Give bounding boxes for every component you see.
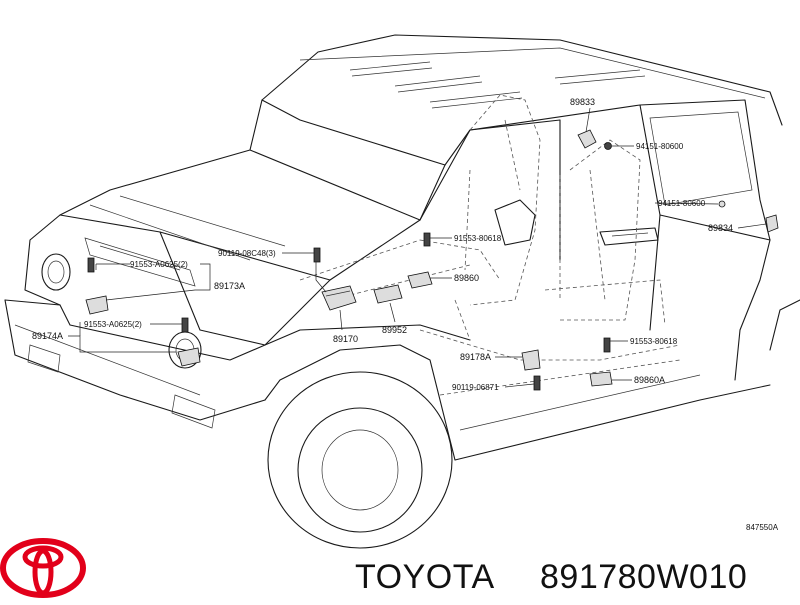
callout-94151-80600-b: 94151-80600 [658, 199, 706, 208]
part-90119-08c48-bolt [313, 247, 321, 263]
toyota-logo-icon [0, 538, 86, 598]
part-91553-a0625-bolt-b [181, 317, 189, 333]
callout-90119-08c48: 90119-08C48(3) [218, 249, 276, 258]
part-90119-06871-bolt [533, 375, 541, 391]
part-91553-80618-bolt-a [423, 232, 431, 247]
callout-labels: 89833 94151-80600 94151-80600 89834 9155… [32, 97, 779, 532]
part-94151-nut-a [604, 142, 612, 150]
part-89860a [589, 371, 613, 387]
callout-89833: 89833 [570, 97, 595, 107]
part-91553-80618-bolt-b [603, 337, 611, 353]
callout-91553-a0625-b: 91553-A0625(2) [84, 320, 142, 329]
vehicle-body-outline [4, 34, 800, 549]
callout-90119-06871: 90119-06871 [452, 383, 499, 392]
figure-code: 847550A [746, 523, 779, 532]
part-89952 [373, 284, 403, 304]
part-number: 891780W010 [540, 558, 747, 596]
part-89178a [521, 349, 541, 371]
callout-91553-80618-b: 91553-80618 [630, 337, 678, 346]
part-94151-nut-b [718, 200, 726, 208]
airbag-sensor-parts [85, 129, 779, 391]
callout-89860a: 89860A [634, 375, 665, 385]
callout-89834: 89834 [708, 223, 733, 233]
part-89860 [407, 271, 433, 289]
part-91553-a0625-bolt-a [87, 257, 95, 273]
callout-89170: 89170 [333, 334, 358, 344]
brand-name: TOYOTA [355, 558, 495, 596]
leader-lines [68, 107, 767, 388]
part-89834 [765, 214, 779, 233]
part-89173a [85, 295, 109, 315]
vehicle-interior-dashed [299, 94, 681, 396]
callout-89178a: 89178A [460, 352, 491, 362]
callout-89952: 89952 [382, 325, 407, 335]
callout-89174a: 89174A [32, 331, 63, 341]
callout-94151-80600-a: 94151-80600 [636, 142, 684, 151]
part-89170 [321, 285, 357, 311]
callout-89860: 89860 [454, 273, 479, 283]
callout-91553-a0625-a: 91553-A0625(2) [130, 260, 188, 269]
callout-91553-80618-a: 91553-80618 [454, 234, 502, 243]
part-89174a [177, 347, 201, 367]
part-89833 [577, 129, 597, 149]
callout-89173a: 89173A [214, 281, 245, 291]
